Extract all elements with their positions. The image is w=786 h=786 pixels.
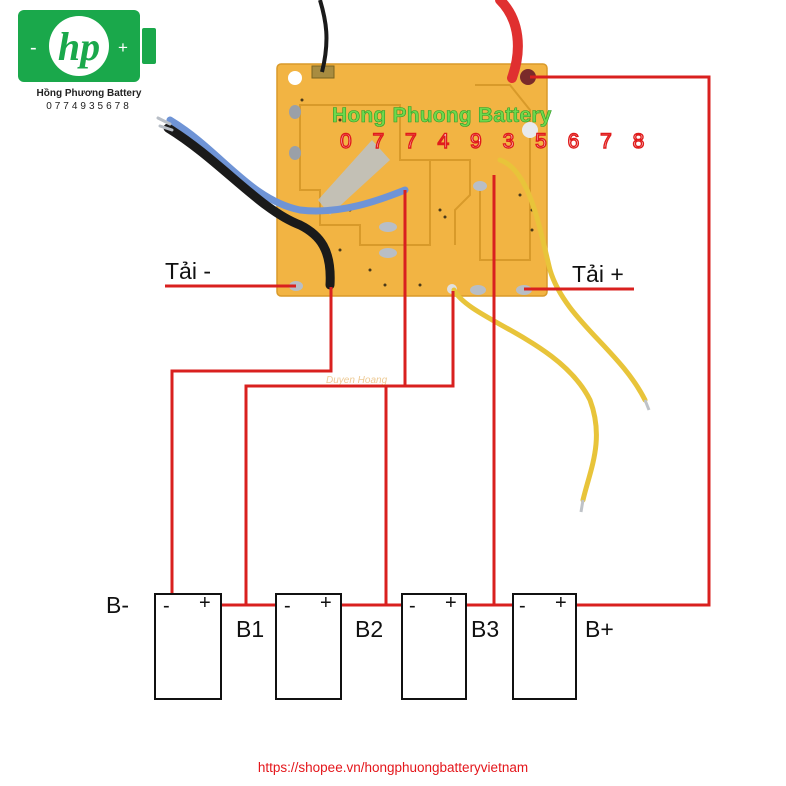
label-load-plus: Tải + <box>572 261 624 287</box>
watermark-phone: 0 7 7 4 9 3 5 6 7 8 <box>339 129 652 153</box>
top-red-wire <box>495 0 523 83</box>
logo-phone: 0774935678 <box>46 101 132 112</box>
battery-4-minus: - <box>519 595 526 617</box>
label-b3: B3 <box>471 616 500 642</box>
faint-watermark: Duyen Hoang <box>326 375 388 386</box>
label-b-minus: B- <box>106 592 129 618</box>
logo-brand-name: Hồng Phương Battery <box>36 88 142 99</box>
bms-pcb-board <box>276 63 548 297</box>
battery-2 <box>275 593 342 700</box>
wire-b1 <box>244 190 407 605</box>
battery-2-minus: - <box>284 595 291 617</box>
watermark-brand: Hong Phuong Battery <box>332 104 552 128</box>
battery-1-minus: - <box>163 595 170 617</box>
black-wire <box>163 123 335 290</box>
brand-logo: hp - + <box>18 10 156 82</box>
battery-3 <box>401 593 467 700</box>
shop-url[interactable]: https://shopee.vn/hongphuongbatteryvietn… <box>257 760 529 775</box>
battery-3-minus: - <box>409 595 416 617</box>
label-b1: B1 <box>236 616 265 642</box>
top-black-wire <box>318 0 329 73</box>
wire-b-minus <box>170 287 333 594</box>
battery-4 <box>512 593 577 700</box>
label-load-minus: Tải - <box>165 258 211 284</box>
wire-b2 <box>384 291 455 605</box>
battery-4-plus: + <box>555 592 567 614</box>
logo-mark: hp <box>58 24 100 69</box>
label-b-plus: B+ <box>585 616 614 642</box>
logo-plus: + <box>118 38 128 57</box>
battery-2-plus: + <box>320 592 332 614</box>
battery-3-plus: + <box>445 592 457 614</box>
battery-1 <box>154 593 222 700</box>
yellow-wire-long <box>451 287 599 503</box>
logo-battery-terminal <box>142 28 156 64</box>
logo-circle <box>49 16 109 76</box>
blue-wire <box>166 116 409 215</box>
wire-b-plus <box>530 75 711 607</box>
logo-minus: - <box>30 37 37 59</box>
battery-1-plus: + <box>199 592 211 614</box>
yellow-wire-short <box>497 157 648 403</box>
label-b2: B2 <box>355 616 384 642</box>
